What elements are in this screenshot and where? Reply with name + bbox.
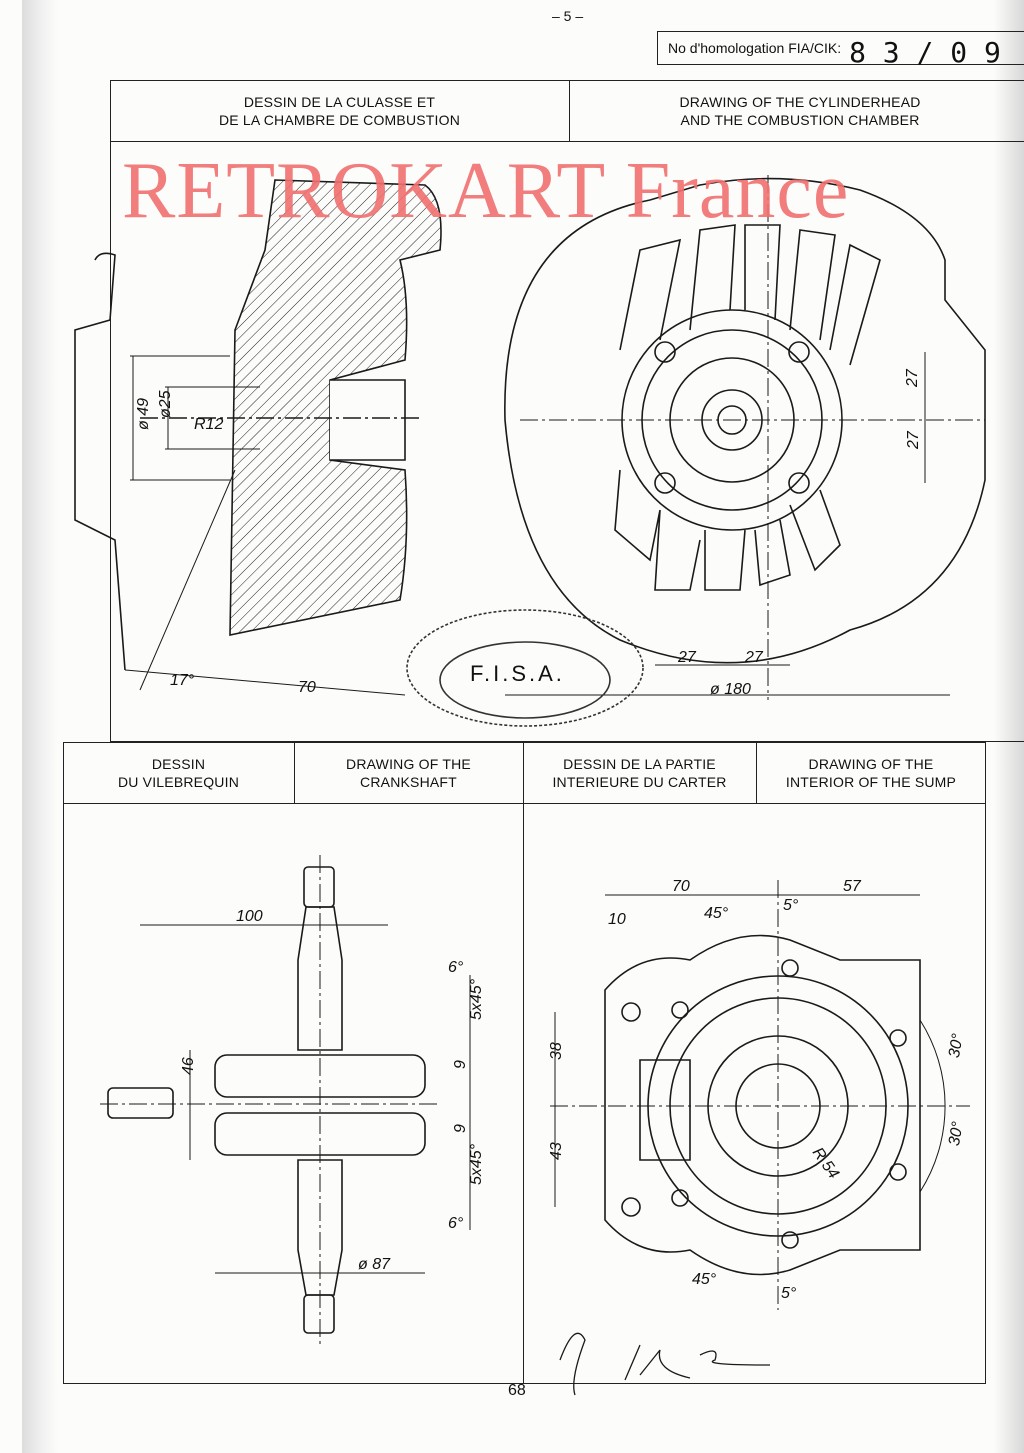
divider bbox=[756, 742, 757, 803]
dim-label: 30° bbox=[946, 1120, 967, 1147]
header-line: DU VILEBREQUIN bbox=[117, 773, 240, 790]
dim-label: 70 bbox=[672, 878, 690, 895]
header-line: DESSIN DE LA CULASSE ET bbox=[243, 93, 436, 110]
dim-label: 5° bbox=[781, 1285, 797, 1302]
dim-label: ø 180 bbox=[710, 681, 751, 698]
dim-label: 5x45° bbox=[468, 978, 485, 1020]
divider bbox=[110, 141, 1024, 142]
divider bbox=[63, 803, 986, 804]
header-line: INTERIOR OF THE SUMP bbox=[785, 773, 957, 790]
dim-label: 27 bbox=[905, 430, 922, 450]
homologation-label: No d'homologation FIA/CIK: bbox=[668, 40, 842, 56]
header-line: DE LA CHAMBRE DE COMBUSTION bbox=[218, 111, 461, 128]
dim-label: 30° bbox=[946, 1032, 967, 1059]
dim-label: 27 bbox=[904, 368, 921, 388]
dim-label: 100 bbox=[236, 908, 263, 925]
header-line: DRAWING OF THE bbox=[808, 755, 934, 772]
dim-label: 27 bbox=[677, 649, 697, 666]
dim-label: ø 49 bbox=[135, 398, 152, 430]
cylinderhead-section bbox=[110, 80, 1024, 742]
header-line: AND THE COMBUSTION CHAMBER bbox=[680, 111, 920, 128]
dim-label: ø25 bbox=[157, 390, 174, 418]
fisa-stamp bbox=[406, 609, 644, 727]
dim-label: 46 bbox=[180, 1057, 197, 1075]
homologation-number: 8 3 / 0 9 bbox=[849, 35, 1001, 69]
scan-edge-left bbox=[22, 0, 58, 1453]
dim-label: ø 87 bbox=[358, 1256, 391, 1273]
dim-label: 5° bbox=[783, 897, 799, 914]
dim-label: R 54 bbox=[809, 1145, 842, 1183]
dim-label: R12 bbox=[194, 416, 223, 433]
sump-drawing bbox=[550, 880, 970, 1310]
dim-label: 9 bbox=[452, 1124, 469, 1133]
dim-label: 57 bbox=[843, 878, 862, 895]
page-number: 68 bbox=[508, 1382, 526, 1399]
scan-edge-right bbox=[994, 0, 1024, 1453]
dim-label: 5x45° bbox=[468, 1143, 485, 1185]
watermark: RETROKART France bbox=[122, 147, 850, 235]
dim-label: 43 bbox=[548, 1142, 565, 1160]
divider bbox=[569, 80, 570, 141]
homologation-box: No d'homologation FIA/CIK: 8 3 / 0 9 bbox=[657, 31, 1024, 69]
header-line: DRAWING OF THE bbox=[346, 755, 471, 772]
dim-label: 6° bbox=[448, 959, 464, 976]
dimension-labels: ø 49 ø25 R12 17° 70 27 27 27 27 ø 180 10… bbox=[135, 368, 967, 1302]
header-line: DRAWING OF THE CYLINDERHEAD bbox=[679, 93, 921, 110]
stamp-text: F.I.S.A. bbox=[470, 661, 565, 686]
dim-label: 45° bbox=[692, 1271, 717, 1288]
dim-label: 17° bbox=[170, 672, 195, 689]
dim-label: 9 bbox=[452, 1060, 469, 1069]
cylinderhead-section-drawing bbox=[74, 179, 442, 696]
header-line: DESSIN bbox=[151, 755, 206, 772]
dim-label: 38 bbox=[548, 1042, 565, 1060]
cylinderhead-plan-drawing bbox=[504, 175, 986, 700]
dim-label: 6° bbox=[448, 1215, 464, 1232]
dim-label: 45° bbox=[704, 905, 729, 922]
crankshaft-sump-section bbox=[63, 742, 986, 1384]
divider bbox=[294, 742, 295, 803]
dim-label: 10 bbox=[608, 911, 626, 928]
signature bbox=[559, 1332, 771, 1396]
header-line: DESSIN DE LA PARTIE bbox=[563, 755, 716, 772]
dim-label: 27 bbox=[744, 649, 764, 666]
divider bbox=[523, 742, 524, 1384]
header-line: CRANKSHAFT bbox=[360, 773, 457, 790]
dim-label: 70 bbox=[298, 679, 316, 696]
page-marker: – 5 – bbox=[552, 8, 584, 24]
header-line: INTERIEURE DU CARTER bbox=[552, 773, 727, 790]
crankshaft-drawing bbox=[100, 855, 471, 1345]
